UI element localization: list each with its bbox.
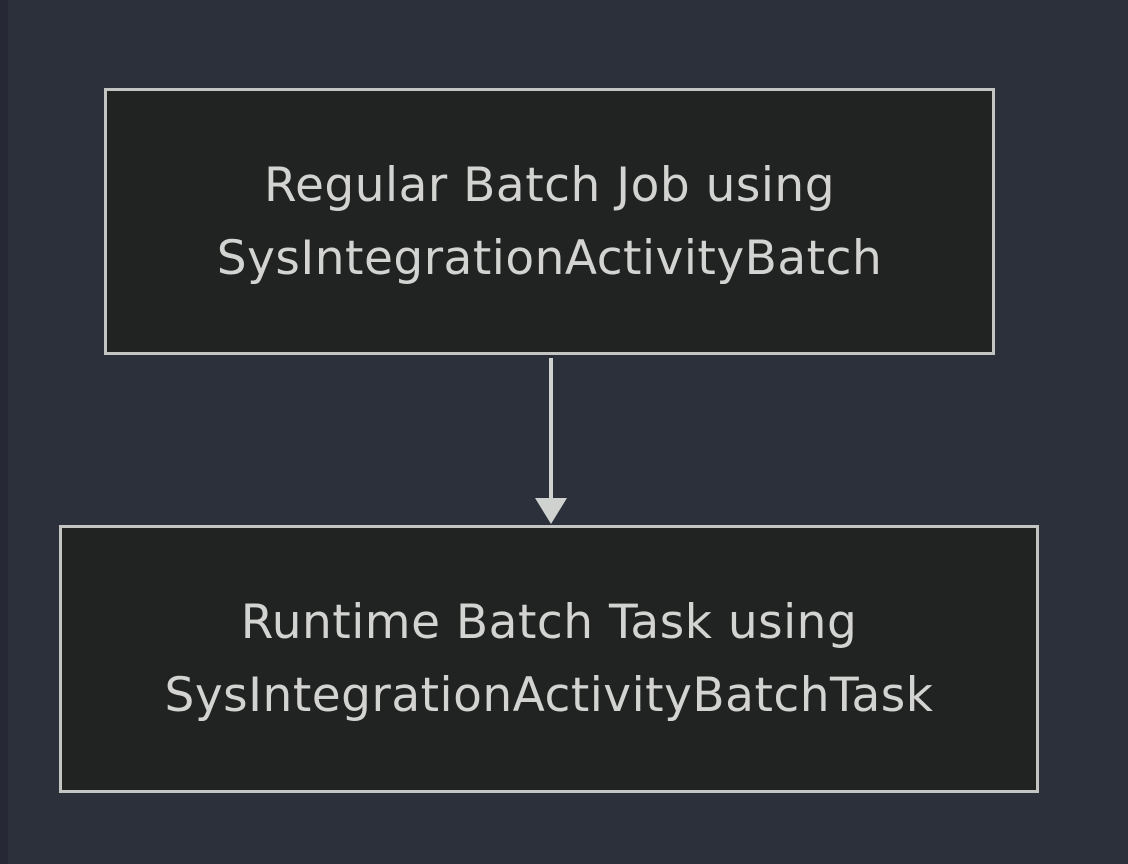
node-label-line: Runtime Batch Task using — [240, 595, 858, 650]
connector-arrow-line — [549, 358, 553, 500]
node-regular-batch-job: Regular Batch Job using SysIntegrationAc… — [104, 88, 995, 355]
node-label-line: SysIntegrationActivityBatch — [216, 230, 883, 286]
node-label-line: SysIntegrationActivityBatchTask — [164, 668, 934, 723]
node-label-line: Regular Batch Job using — [263, 157, 836, 213]
node-runtime-batch-task: Runtime Batch Task using SysIntegrationA… — [59, 525, 1039, 793]
left-edge-strip — [0, 0, 8, 864]
connector-arrowhead-icon — [535, 498, 567, 524]
